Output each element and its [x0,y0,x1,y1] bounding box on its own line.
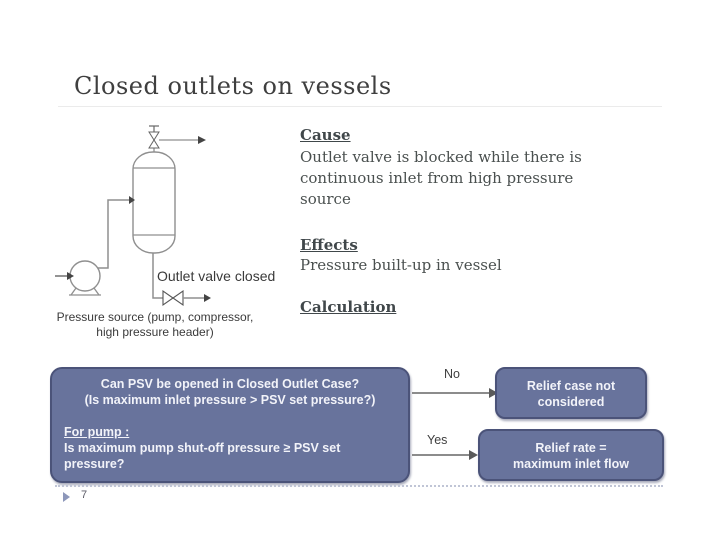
yes-box-line-1: Relief rate = [535,441,607,455]
footer-divider [55,485,663,487]
page-number: 7 [81,489,88,501]
top-relief-valve-icon [148,125,206,152]
cause-line: Outlet valve is blocked while there is [300,148,582,166]
yes-box-line-2: maximum inlet flow [513,457,629,471]
outlet-arrow-icon [204,294,211,302]
outlet-valve-label: Outlet valve closed [157,268,276,284]
no-box-line-2: considered [537,395,605,409]
closed-valve-icon [162,289,174,307]
caption-line: high pressure header) [96,325,214,339]
no-label: No [444,367,460,381]
relief-not-considered-box: Relief case not considered [495,367,647,419]
question-line-2: (Is maximum inlet pressure > PSV set pre… [84,393,376,407]
no-arrow-icon [412,388,498,398]
cause-line: continuous inlet from high pressure [300,169,574,187]
inlet-arrow-icon [129,196,135,204]
pump-inlet-arrow-icon [55,272,74,280]
question-line-1: Can PSV be opened in Closed Outlet Case? [100,377,360,391]
no-box-line-1: Relief case not [526,379,616,393]
psv-question-box: Can PSV be opened in Closed Outlet Case?… [50,367,410,483]
for-pump-heading: For pump : [64,425,130,439]
pump-icon [69,260,101,296]
cause-body: Outlet valve is blocked while there is c… [300,147,582,210]
caption-line: Pressure source (pump, compressor, [56,310,254,324]
pump-question-line-1: Is maximum pump shut-off pressure ≥ PSV … [64,441,341,455]
title-divider [58,106,662,107]
top-flow-arrow-icon [198,136,206,144]
flowchart-arrows [412,388,498,460]
yes-arrow-icon [412,450,478,460]
pump-question-line-2: pressure? [64,457,125,471]
vessel-icon [132,151,176,254]
effects-body: Pressure built-up in vessel [300,255,502,276]
cause-line: source [300,190,351,208]
effects-heading: Effects [300,236,358,254]
vessel-diagram [55,125,211,307]
page-title: Closed outlets on vessels [74,72,392,100]
pressure-source-caption: Pressure source (pump, compressor, high … [36,310,274,340]
yes-label: Yes [427,433,448,447]
outlet-pipe [152,253,211,307]
effects-line: Pressure built-up in vessel [300,256,502,274]
cause-heading: Cause [300,126,351,144]
relief-rate-box: Relief rate = maximum inlet flow [478,429,664,481]
inlet-pipe [98,196,135,269]
footer-arrow-icon [63,492,70,502]
calculation-heading: Calculation [300,298,397,316]
